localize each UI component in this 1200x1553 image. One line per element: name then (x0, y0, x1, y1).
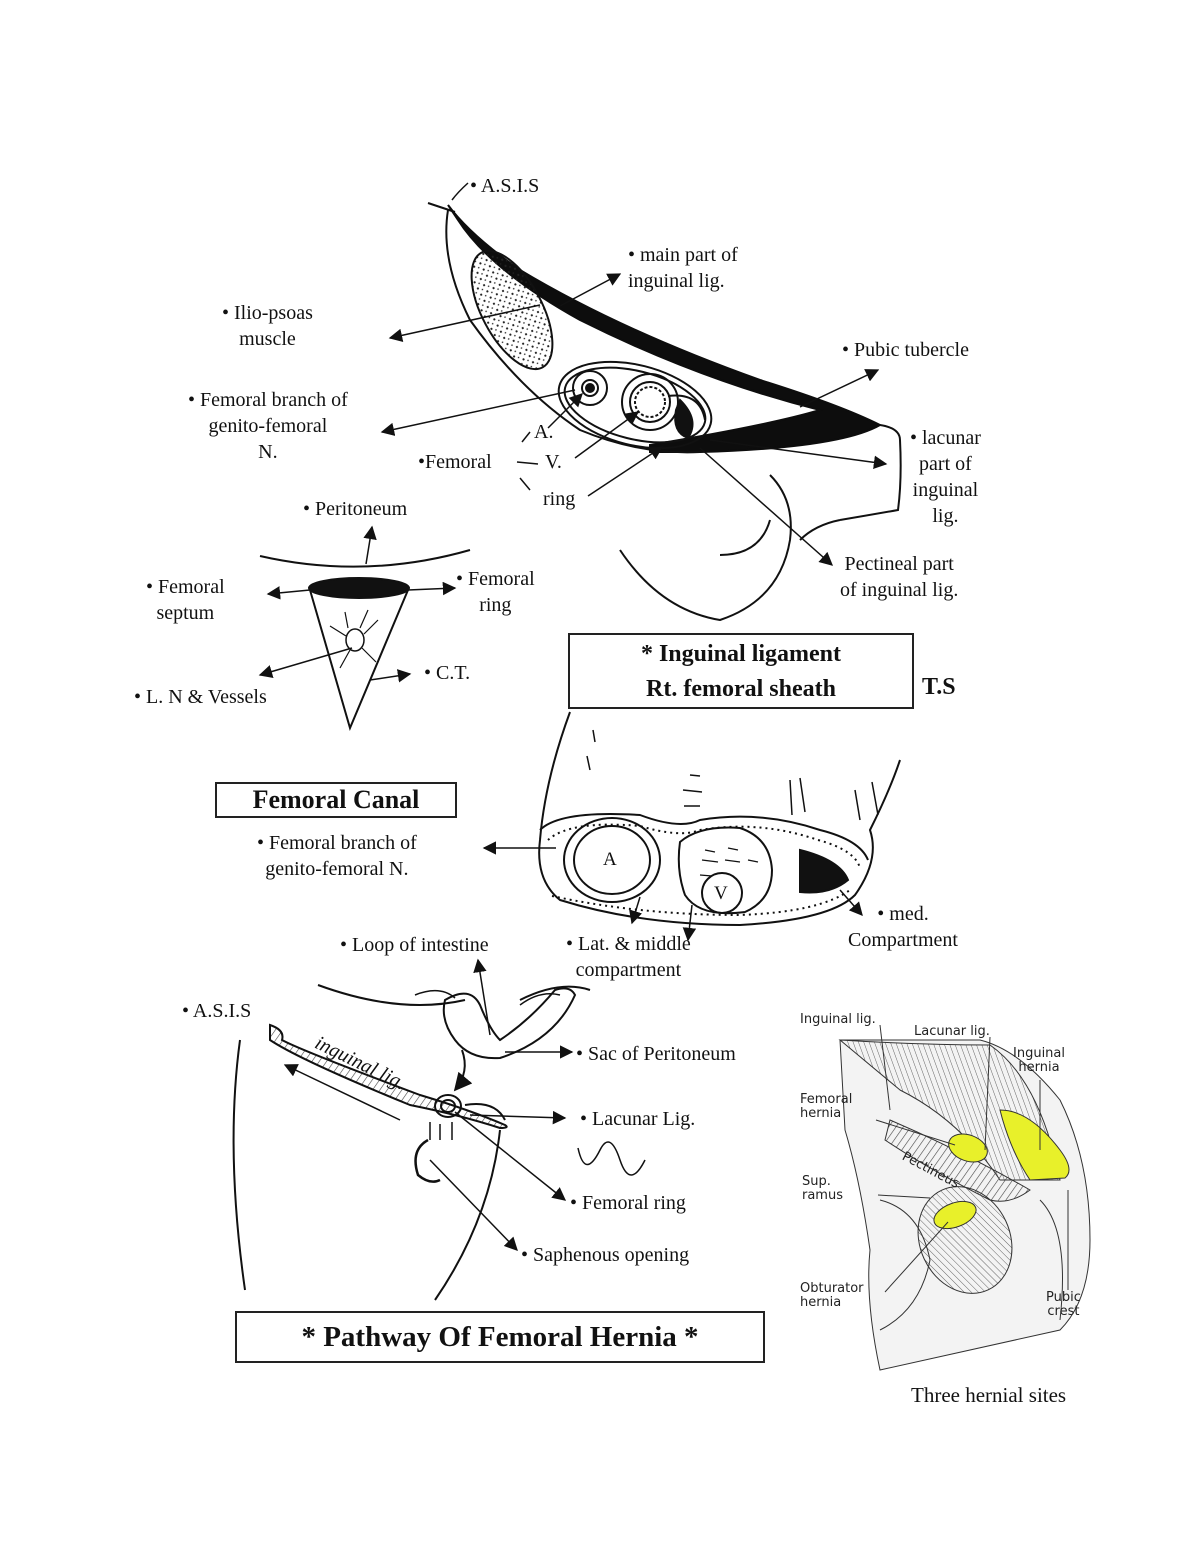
label-femoral-hernia: Femoral hernia (800, 1092, 853, 1121)
femoral-canal-figure (259, 549, 471, 731)
label-vein-v: V. (545, 451, 562, 473)
inguinal-hernia-highlight (999, 1109, 1070, 1181)
label-femoral-ring-canal: • Femoral ring (456, 568, 535, 616)
label-ilio-psoas-muscle: • Ilio-psoas muscle (222, 302, 313, 350)
label-asis-top: • A.S.I.S (470, 175, 540, 197)
label-asis-pathway: • A.S.I.S (182, 1000, 252, 1022)
label-v-compartment: V (714, 883, 728, 904)
hernia-highlights (933, 1109, 1070, 1230)
pathway-figure (232, 984, 646, 1301)
label-femoral-septum: • Femoral septum (146, 576, 225, 624)
label-femoral-branch-compartment: • Femoral branch of genito-femoral N. (257, 832, 417, 880)
label-a-compartment: A (603, 849, 617, 870)
label-saphenous-opening: • Saphenous opening (521, 1244, 690, 1266)
compartments-leaders (482, 841, 863, 942)
pathway-title-box: * Pathway Of Femoral Hernia * (235, 1311, 765, 1363)
label-ts: T.S (922, 674, 956, 700)
label-ln-vessels: • L. N & Vessels (134, 686, 267, 708)
femoral-canal-leaders (258, 525, 457, 683)
label-med-compartment: • med. Compartment (848, 903, 958, 951)
femoral-sheath-figure (427, 182, 902, 622)
label-pubic-tubercle: • Pubic tubercle (842, 339, 969, 361)
label-ring: ring (543, 488, 576, 510)
label-loop-of-intestine: • Loop of intestine (340, 934, 489, 956)
hernial-sites-leaders (875, 1024, 1069, 1293)
label-pectineal-part: Pectineal part of inguinal lig. (840, 553, 959, 601)
compartments-figure (538, 711, 901, 927)
label-lacunar-lig: • Lacunar Lig. (580, 1108, 696, 1130)
label-peritoneum: • Peritoneum (303, 498, 408, 520)
label-femoral: •Femoral (418, 451, 492, 473)
obturator-hernia-highlight (933, 1200, 977, 1230)
label-artery-a: A. (534, 421, 554, 443)
label-sup-ramus: Sup. ramus (802, 1174, 843, 1203)
label-inguinal-hernia: Inguinal hernia (1013, 1046, 1065, 1075)
label-ct: • C.T. (424, 662, 471, 684)
label-main-part-inguinal-lig: • main part of inguinal lig. (628, 244, 738, 292)
femoral-sheath-leaders (380, 273, 888, 566)
caption-three-hernial-sites: Three hernial sites (911, 1383, 1067, 1407)
label-pubic-crest: Pubic crest (1046, 1290, 1081, 1319)
label-sac-of-peritoneum: • Sac of Peritoneum (576, 1043, 736, 1065)
label-obturator-hernia: Obturator hernia (800, 1281, 864, 1310)
femoral-canal-title-box: Femoral Canal (215, 782, 457, 818)
label-lat-middle-compartment: • Lat. & middle compartment (566, 933, 691, 981)
sheath-title-box: * Inguinal ligament Rt. femoral sheath (568, 633, 914, 709)
label-femoral-branch-genito-femoral: • Femoral branch of genito-femoral N. (188, 389, 348, 463)
label-inguinal-lig-sites: Inguinal lig. (800, 1012, 876, 1027)
pathway-leaders (283, 958, 574, 1251)
femoral-hernia-highlight (948, 1133, 988, 1163)
label-lacunar-part: • lacunar part of inguinal lig. (910, 427, 981, 527)
label-femoral-ring-pathway: • Femoral ring (570, 1192, 686, 1214)
label-lacunar-lig-sites: Lacunar lig. (914, 1024, 990, 1039)
